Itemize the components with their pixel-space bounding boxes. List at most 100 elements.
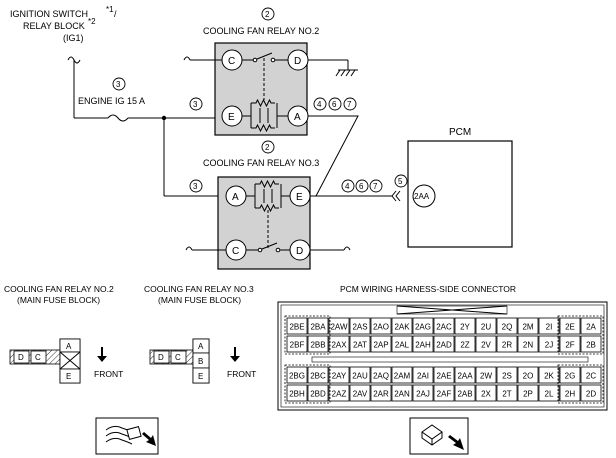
pcm-pin-cell	[370, 384, 392, 402]
relay2-connector-view: COOLING FAN RELAY NO.2 (MAIN FUSE BLOCK)…	[4, 284, 114, 384]
pcm-pin-cell	[517, 384, 539, 402]
pcm-pin-cell	[517, 317, 539, 335]
pcm-pin-label: 2BA	[310, 323, 326, 332]
svg-text:E: E	[296, 192, 303, 203]
pcm-pin-label: 2AC	[436, 323, 452, 332]
pcm-pin-cell	[517, 335, 539, 353]
svg-text:A: A	[66, 342, 72, 351]
svg-text:C: C	[228, 56, 235, 67]
pcm-pin-cell	[454, 317, 476, 335]
pcm-pin-label: 2AV	[353, 390, 368, 399]
pcm-pin-cell	[349, 335, 371, 353]
svg-text:7: 7	[373, 182, 378, 191]
pcm-pin-label: 2Q	[502, 323, 513, 332]
pcm-pin-cell	[307, 335, 329, 353]
svg-text:D: D	[158, 353, 164, 362]
svg-text:/: /	[114, 9, 117, 19]
pcm-pin-cell	[580, 384, 602, 402]
pcm-pin-cell	[370, 335, 392, 353]
pcm-pin-cell	[559, 366, 581, 384]
pcm-pin-group-outline	[557, 364, 604, 404]
fuse-icon	[107, 114, 129, 122]
callout-3-relay3: 3	[189, 179, 203, 193]
pcm-pin-label: 2O	[523, 372, 534, 381]
connector-break-icon-right-bottom	[343, 246, 351, 251]
pcm-pin-cell	[454, 335, 476, 353]
pcm-pin-cell	[496, 384, 518, 402]
pcm-pin-label: 2X	[481, 390, 491, 399]
pcm-pin-cell	[517, 366, 539, 384]
svg-text:(MAIN FUSE BLOCK): (MAIN FUSE BLOCK)	[17, 295, 100, 305]
pcm-pin-cell	[475, 335, 497, 353]
pcm-pin-label: 2D	[586, 390, 596, 399]
pcm-pin-cell	[559, 335, 581, 353]
pcm-pin-label: 2L	[545, 390, 554, 399]
pcm-pin-cell	[580, 335, 602, 353]
pcm-pin-label: 2U	[481, 323, 491, 332]
pcm-pin-label: 2W	[480, 372, 492, 381]
pcm-pin-cell	[328, 384, 350, 402]
pcm-pin-label: 2AY	[332, 372, 347, 381]
callout-5: 5	[394, 174, 408, 188]
relay3-connector-view: COOLING FAN RELAY NO.3 (MAIN FUSE BLOCK)…	[144, 284, 254, 384]
svg-text:D: D	[294, 56, 301, 67]
pcm-pin-label: 2K	[544, 372, 554, 381]
pcm-pin-cell	[538, 335, 560, 353]
pcm-pin-cell	[538, 384, 560, 402]
pcm-pin-label: 2BH	[289, 390, 305, 399]
pcm-pin-label: 2AH	[415, 341, 431, 350]
svg-text:E: E	[66, 372, 71, 381]
svg-text:5: 5	[398, 177, 403, 186]
svg-text:3: 3	[193, 100, 198, 109]
pcm-pin-cell	[349, 384, 371, 402]
pcm-pin-label: 2AP	[373, 341, 388, 350]
callouts-467-bottom: 4 6 7	[341, 179, 383, 193]
pcm-pin-label: 2G	[565, 372, 576, 381]
pcm-pin-cell	[538, 317, 560, 335]
svg-text:2: 2	[265, 10, 270, 19]
svg-text:3: 3	[193, 182, 198, 191]
pcm-pin-cell	[286, 384, 308, 402]
cooling-fan-relay-no2: C D E A	[214, 42, 309, 136]
pcm-pin-cell	[328, 335, 350, 353]
pcm-pin-cell	[307, 317, 329, 335]
svg-text:6: 6	[359, 182, 364, 191]
pcm-pin-label: 2AF	[437, 390, 452, 399]
svg-text:C: C	[232, 246, 239, 257]
svg-text:COOLING FAN RELAY NO.2: COOLING FAN RELAY NO.2	[4, 284, 114, 294]
relay2-terminal-d: D	[287, 49, 309, 71]
pcm-pin-cell	[496, 317, 518, 335]
svg-text:A: A	[294, 112, 301, 123]
relay2-terminal-a: A	[287, 105, 309, 127]
pcm-pin-cell	[433, 317, 455, 335]
pcm-pin-label: 2AM	[394, 372, 411, 381]
pcm-pin-label: 2E	[565, 323, 575, 332]
callout-2-relay2: 2	[261, 7, 275, 21]
pcm-pin-cell	[475, 317, 497, 335]
pcm-pin-label: 2AT	[353, 341, 367, 350]
cooling-fan-relay-no3: A E C D	[217, 176, 311, 270]
svg-text:C: C	[35, 353, 41, 362]
pcm-pin-label: 2F	[565, 341, 574, 350]
pcm-pin-label: 2R	[502, 341, 512, 350]
callout-3-relay2: 3	[189, 97, 203, 111]
svg-text:3: 3	[116, 80, 121, 89]
pcm-pin-label: 2AN	[394, 390, 410, 399]
pcm-pin-label: 2BB	[310, 341, 325, 350]
pcm-pin-cell	[391, 335, 413, 353]
pcm-pin-cell	[433, 335, 455, 353]
svg-text:B: B	[198, 357, 203, 366]
pcm-pin-cell	[286, 317, 308, 335]
pcm-pin-label: 2AG	[415, 323, 431, 332]
relay2-terminal-c: C	[221, 49, 243, 71]
fuse-label: ENGINE IG 15 A	[78, 96, 145, 106]
pcm-pin-label: 2AW	[330, 323, 347, 332]
svg-text:COOLING FAN RELAY NO.3: COOLING FAN RELAY NO.3	[144, 284, 254, 294]
svg-text:E: E	[198, 372, 203, 381]
pcm-pin-group-outline	[284, 364, 331, 404]
pcm-pin-label: 2AK	[394, 323, 410, 332]
svg-text:*2: *2	[88, 17, 96, 26]
pcm-pin-label: 2AR	[373, 390, 389, 399]
pcm-connector-chevron-icon	[391, 190, 401, 202]
